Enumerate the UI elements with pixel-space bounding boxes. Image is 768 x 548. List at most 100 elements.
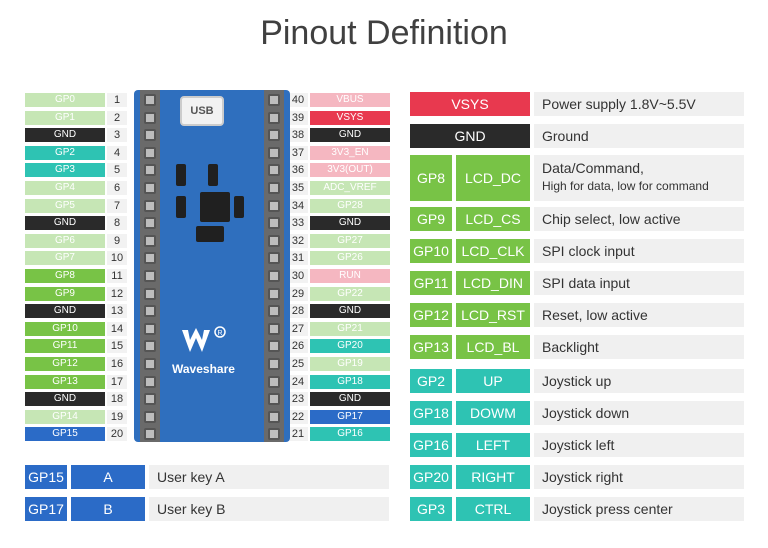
right-pin-label: 3V3_EN [310,145,390,160]
right-pin-label: GND [310,216,390,231]
left-pin-number: 8 [107,216,127,231]
right-pin-number: 25 [288,357,308,371]
right-pin-number: 23 [288,392,308,407]
left-pin-label: GP6 [25,233,105,248]
right-pin-label: GP21 [310,321,390,336]
function-gp: GP18 [410,401,452,425]
left-pin-label: GP0 [25,93,105,107]
left-pin-number: 9 [107,233,127,248]
chip-small-4 [234,196,244,218]
right-pin-number: 37 [288,145,308,160]
pin-hole [144,393,156,406]
function-name: LCD_RST [456,303,530,327]
usb-connector: USB [180,96,224,126]
function-gp: GP13 [410,335,452,359]
description-line: High for data, low for command [542,179,709,193]
left-pin-label: GP10 [25,321,105,336]
function-description: Joystick press center [534,497,744,521]
left-pin-number: 7 [107,198,127,213]
right-pin-label: GP28 [310,198,390,213]
pin-hole [268,182,280,194]
right-pin-number: 21 [288,427,308,442]
function-gp: GP20 [410,465,452,489]
function-description: SPI clock input [534,239,744,263]
left-pin-label: GP1 [25,110,105,125]
left-pin-number: 18 [107,392,127,407]
pin-hole [144,252,156,265]
key-gp: GP17 [25,497,67,521]
pin-hole [144,217,156,230]
pin-hole [144,94,156,106]
right-pin-number: 32 [288,233,308,248]
pin-hole [144,270,156,282]
right-pin-label: GP27 [310,233,390,248]
right-pin-label: GP17 [310,409,390,424]
right-pin-label: GND [310,392,390,407]
pin-hole [144,410,156,423]
pin-hole [268,428,280,441]
left-pin-label: GP9 [25,286,105,301]
function-gp: GP9 [410,207,452,231]
function-description: Ground [534,124,744,148]
right-pin-label: GND [310,128,390,143]
right-pin-number: 40 [288,93,308,107]
left-pin-label: GP3 [25,163,105,178]
left-pin-label: GND [25,392,105,407]
function-gp: GP8 [410,155,452,201]
function-name: LCD_CS [456,207,530,231]
left-pin-label: GP15 [25,427,105,442]
left-pin-label: GP11 [25,339,105,354]
function-description: Reset, low active [534,303,744,327]
function-description: SPI data input [534,271,744,295]
pin-hole [144,287,156,300]
pin-hole [144,375,156,388]
right-pin-label: GP22 [310,286,390,301]
function-description: Joystick up [534,369,744,393]
function-description: Backlight [534,335,744,359]
left-pin-label: GP4 [25,181,105,195]
function-description: Joystick right [534,465,744,489]
right-pin-number: 26 [288,339,308,354]
right-pin-number: 31 [288,251,308,266]
left-pin-number: 2 [107,110,127,125]
right-pin-label: GP16 [310,427,390,442]
left-pin-label: GND [25,128,105,143]
right-pin-number: 29 [288,286,308,301]
left-pin-label: GP2 [25,145,105,160]
function-name: DOWM [456,401,530,425]
right-pin-number: 33 [288,216,308,231]
pin-hole [268,146,280,159]
right-pin-number: 36 [288,163,308,178]
function-name: CTRL [456,497,530,521]
key-description: User key B [149,497,389,521]
right-pin-number: 28 [288,304,308,319]
right-pin-number: 24 [288,374,308,389]
right-pin-number: 38 [288,128,308,143]
pin-hole [268,199,280,212]
function-description: Joystick left [534,433,744,457]
pin-hole [144,358,156,370]
function-gp: VSYS [410,92,530,116]
page-title: Pinout Definition [260,14,508,52]
pin-hole [268,375,280,388]
left-pin-label: GP14 [25,409,105,424]
chip-small-3 [176,196,186,218]
left-pin-number: 13 [107,304,127,319]
right-pin-label: GP18 [310,374,390,389]
description-line: Data/Command, [542,160,644,176]
pin-hole [144,305,156,318]
function-name: RIGHT [456,465,530,489]
left-pin-label: GP5 [25,198,105,213]
pin-hole [268,410,280,423]
pin-hole [268,340,280,353]
left-pin-number: 1 [107,93,127,107]
left-pin-number: 10 [107,251,127,266]
left-header [140,90,160,442]
key-function: A [71,465,145,489]
right-pin-label: GP20 [310,339,390,354]
pin-hole [268,287,280,300]
right-pin-number: 34 [288,198,308,213]
left-pin-label: GP12 [25,357,105,371]
pin-hole [268,217,280,230]
left-pin-number: 3 [107,128,127,143]
